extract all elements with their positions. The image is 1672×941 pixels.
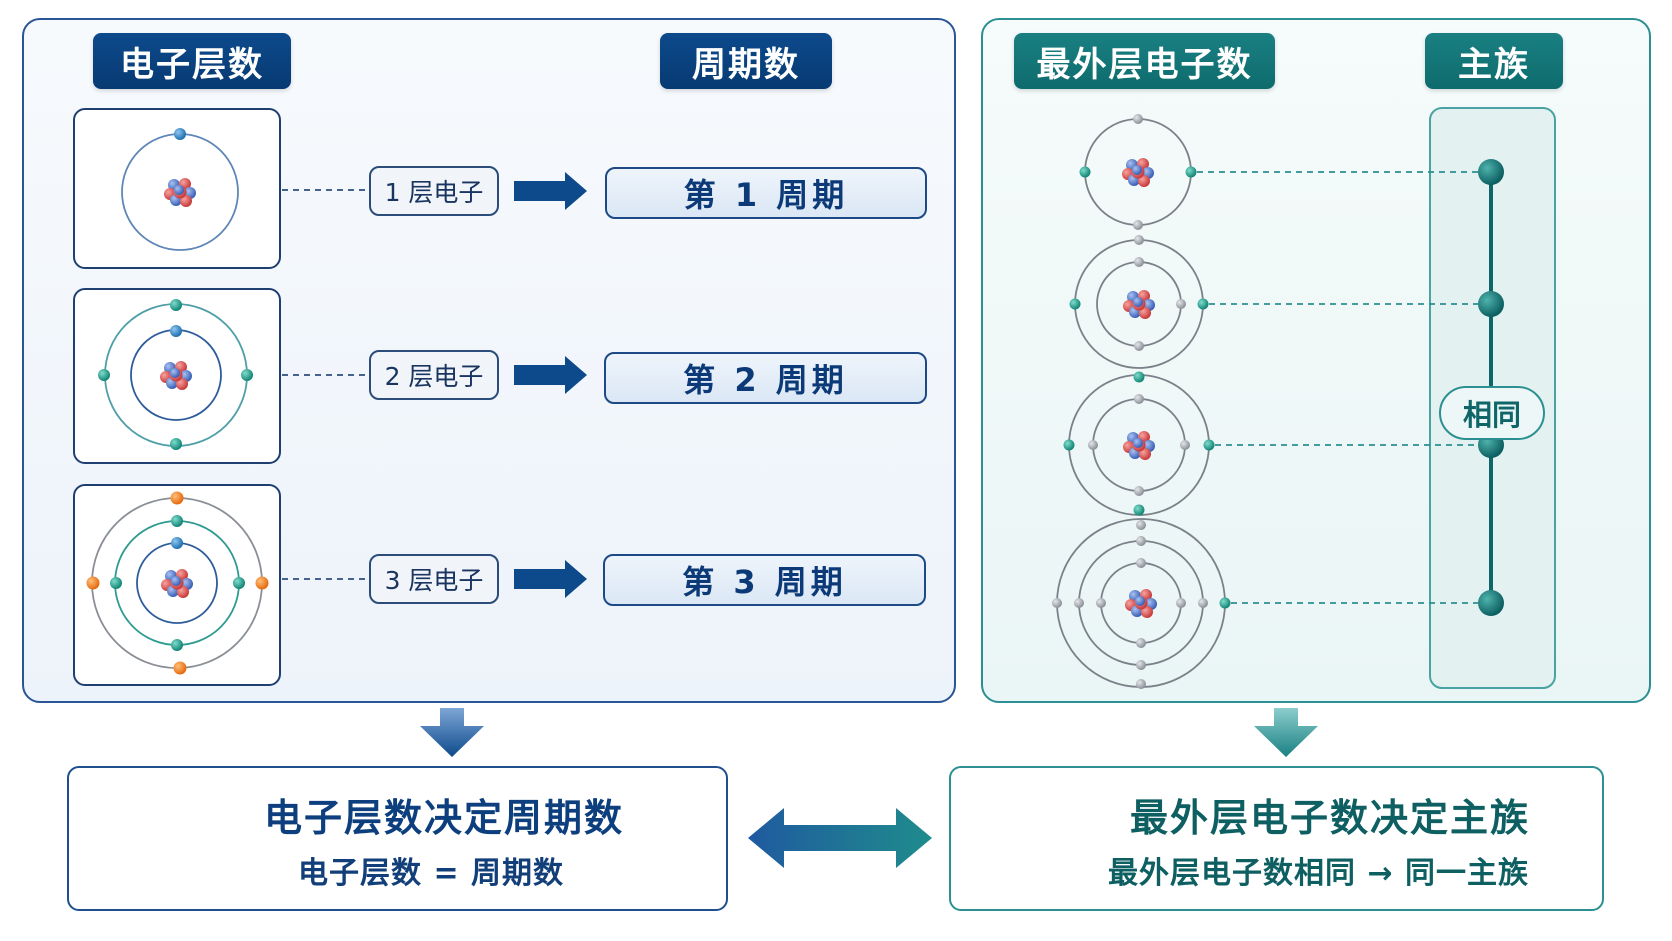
shells-conclusion-subtitle: 电子层数 = 周期数 <box>298 856 565 891</box>
group-conclusion-title: 最外层电子数决定主族 <box>1130 796 1531 840</box>
shell-label-3: 3 层电子 <box>369 554 499 604</box>
arrow-right-icon <box>514 560 587 598</box>
atom-3-shell-diagram <box>86 491 269 675</box>
right-arrows <box>514 172 587 598</box>
period-box-2: 第 2 周期 <box>604 352 927 404</box>
electron-icon <box>174 128 186 140</box>
arrow-down-icon <box>1254 708 1318 757</box>
nucleus-icon <box>164 178 196 207</box>
shells-determine-period-box <box>67 766 728 911</box>
right-connectors <box>1197 171 1478 604</box>
header-main-group: 主族 <box>1425 33 1563 89</box>
atom-2-shell-diagram <box>98 299 253 450</box>
arrow-right-icon <box>514 172 587 210</box>
period-box-3: 第 3 周期 <box>603 554 926 606</box>
header-outer-electrons: 最外层电子数 <box>1014 33 1275 89</box>
outer-atom-3 <box>1063 371 1215 516</box>
shell-label-2: 2 层电子 <box>369 350 499 400</box>
arrow-down-icon <box>420 708 484 757</box>
outer-atom-2 <box>1069 235 1209 369</box>
period-box-1: 第 1 周期 <box>605 167 927 219</box>
same-label: 相同 <box>1439 386 1545 440</box>
group-conclusion-subtitle: 最外层电子数相同 → 同一主族 <box>1108 856 1530 891</box>
arrow-right-icon <box>514 356 587 394</box>
atom-1-shell-diagram <box>121 128 239 251</box>
left-connectors <box>282 189 369 580</box>
header-electron-shells: 电子层数 <box>93 33 291 89</box>
double-arrow-icon <box>748 808 932 868</box>
shells-conclusion-title: 电子层数决定周期数 <box>264 796 625 840</box>
shell-label-1: 1 层电子 <box>369 166 499 216</box>
outer-electrons-determine-group-box <box>949 766 1604 911</box>
outer-atom-4 <box>1052 518 1231 689</box>
outer-atom-1 <box>1079 114 1197 230</box>
header-period-number: 周期数 <box>660 33 832 89</box>
